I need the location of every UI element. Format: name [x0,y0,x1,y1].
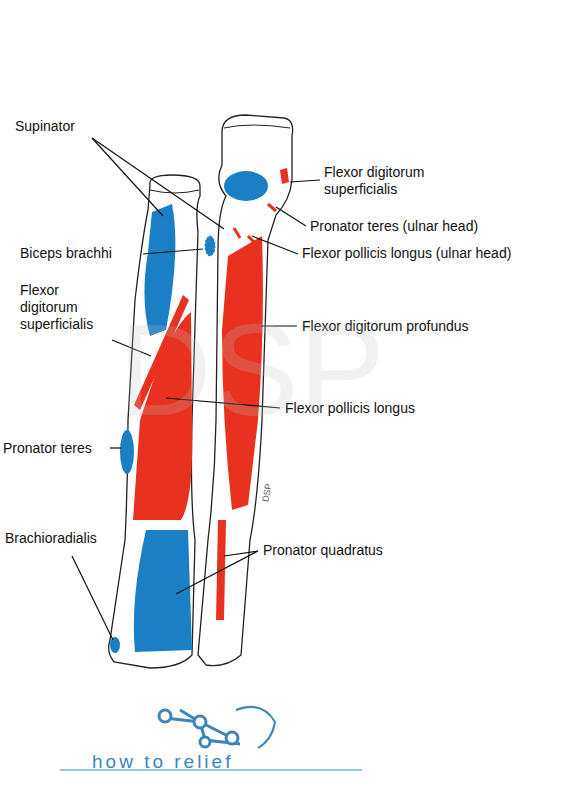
pt-ulnar-area [268,204,276,211]
fds-ulnar-area [280,168,289,184]
muscle-label: Supinator [15,118,125,135]
trochlear-notch [224,171,268,201]
fpl-ulnar-area [234,228,254,242]
signature: DSP [260,471,275,502]
logo-icon [159,707,275,748]
biceps-area [205,236,215,256]
watermark: DSP [118,300,398,440]
bone-detail [150,125,290,193]
muscle-label: Brachioradialis [5,530,125,547]
muscle-label: Pronator quadratus [263,542,413,559]
muscle-label: Flexor digitorum superficialis [324,164,454,198]
muscle-label: Pronator teres (ulnar head) [310,218,510,235]
muscle-label: Flexor pollicis longus (ulnar head) [302,245,517,262]
pronator-quadratus-area [134,530,192,652]
muscle-label: Pronator teres [3,440,113,457]
muscle-label: Flexor digitorum superficialis [20,282,115,333]
muscle-label: Biceps brachhi [20,245,145,262]
brachioradialis-area [110,637,120,653]
logo-text: how to relief [92,752,352,772]
